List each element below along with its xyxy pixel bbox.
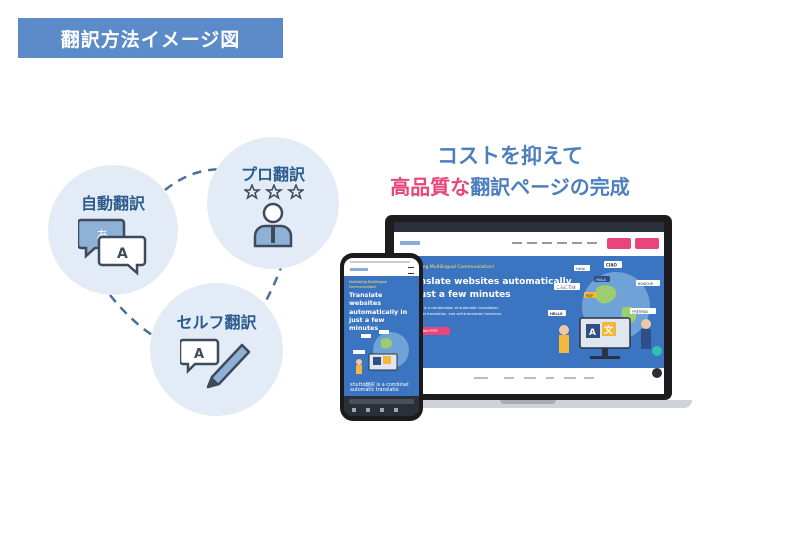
laptop-topbar [394, 222, 664, 232]
laptop-base [366, 400, 692, 408]
laptop-cta-button[interactable]: Get started FREE [404, 327, 450, 335]
laptop-hero: Facilitating Multilingual Communication!… [394, 256, 664, 368]
chat-widget-icon[interactable] [652, 346, 662, 356]
pro-translation-circle: プロ翻訳 [207, 137, 339, 269]
auto-translation-label: 自動翻訳 [80, 194, 145, 213]
headline-line-1: コストを抑えて [437, 144, 583, 168]
translate-a: A [589, 328, 596, 338]
chat-bubbles-icon: あ A [78, 218, 147, 276]
laptop-footer [394, 368, 664, 394]
pro-translation-label: プロ翻訳 [240, 165, 305, 184]
phone-title: Translate websites automatically in just… [349, 291, 408, 333]
page-title: 翻訳方法イメージ図 [18, 18, 283, 58]
phone-browser-bar [344, 396, 419, 416]
phone-header [344, 258, 419, 276]
laptop-hero-desc-1: shutto翻訳 is a combination of automatic t… [404, 306, 499, 310]
auto-translation-circle: 自動翻訳 あ A [48, 165, 178, 295]
three-stars-icon [244, 184, 304, 200]
laptop-hero-tagline: Facilitating Multilingual Communication! [404, 265, 495, 270]
svg-text:안녕하세요: 안녕하세요 [632, 309, 649, 314]
svg-text:你好: 你好 [586, 293, 594, 298]
phone-illustration [353, 330, 409, 374]
self-a-glyph: A [194, 347, 204, 362]
self-translation-circle: セルフ翻訳 A [150, 283, 283, 416]
phone-desc-1: shutto翻訳 is a combinat [350, 383, 409, 388]
svg-text:HOLA: HOLA [596, 278, 606, 282]
self-translation-label: セルフ翻訳 [176, 313, 257, 332]
headline-highlight: 高品質な [390, 175, 471, 199]
phone-tagline: Facilitating Multilingual Communication! [349, 280, 388, 289]
svg-text:こんにちは: こんにちは [556, 284, 576, 290]
headline-rest: 翻訳ページの完成 [470, 175, 630, 199]
scroll-top-icon[interactable] [652, 368, 662, 378]
a-latin-glyph: A [117, 246, 128, 262]
phone-desc-2: automatic translatio [350, 388, 399, 393]
headline-line-2: 高品質な翻訳ページの完成 [355, 171, 665, 200]
svg-text:BONJOUR: BONJOUR [638, 282, 654, 286]
laptop-screen: Facilitating Multilingual Communication!… [394, 222, 664, 394]
laptop-hero-title-2: in just a few minutes [404, 290, 511, 300]
phone-screen: Facilitating Multilingual Communication!… [344, 258, 419, 416]
speech-bubble-pencil-icon: A [180, 338, 251, 389]
translate-bun: 文 [603, 324, 614, 336]
laptop-hero-desc-2: professional translation, and self-trans… [404, 312, 503, 316]
person-icon [253, 202, 293, 248]
svg-text:Hello: Hello [576, 267, 585, 271]
menu-icon[interactable] [408, 267, 414, 274]
laptop-hero-title-1: Translate websites automatically [404, 277, 572, 287]
translation-illustration: A 文 Hello CIAO HOLA こんにちは 你好 BONJOUR 안녕하… [548, 261, 660, 359]
laptop-nav [394, 232, 664, 257]
svg-text:CIAO: CIAO [606, 263, 618, 268]
svg-text:HELLO: HELLO [550, 312, 563, 316]
laptop-notch [500, 400, 556, 404]
